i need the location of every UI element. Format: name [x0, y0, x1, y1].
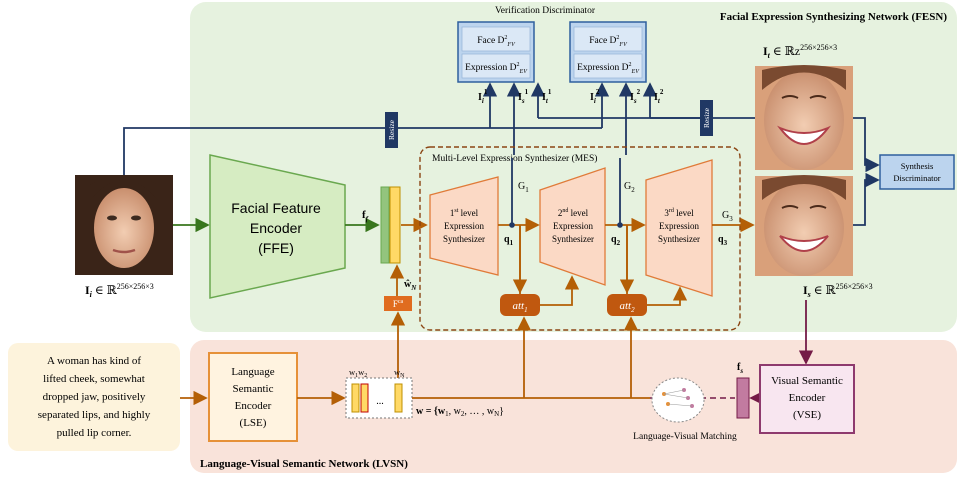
verification-arrows	[123, 82, 755, 175]
svg-text:Semantic: Semantic	[233, 383, 274, 395]
input-face-image	[75, 175, 173, 275]
svg-text:Visual Semantic: Visual Semantic	[771, 375, 843, 387]
verification-disc-right: Face D2FV Expression D2EV	[569, 21, 647, 83]
vd-in-right-t: It2	[654, 88, 664, 105]
synth-image-label: Is ∈ ℝ256×256×3	[803, 282, 873, 299]
lse-block: Language Semantic Encoder (LSE)	[208, 352, 298, 442]
target-face-image	[755, 65, 853, 170]
svg-text:(LSE): (LSE)	[240, 417, 267, 429]
mes-container	[419, 146, 741, 331]
svg-text:Synthesizer: Synthesizer	[658, 234, 700, 244]
matching-label: Language-Visual Matching	[633, 432, 737, 442]
svg-text:Facial Feature: Facial Feature	[231, 200, 321, 216]
q1-label: q1	[504, 234, 514, 247]
resize-left: Resize	[385, 112, 398, 148]
svg-text:Face D2FV: Face D2FV	[477, 35, 516, 48]
svg-text:Synthesis: Synthesis	[901, 161, 934, 171]
vd-in-right-i: Ii2	[590, 88, 600, 105]
language-visual-matching	[651, 377, 705, 423]
svg-text:Discriminator: Discriminator	[893, 173, 940, 183]
verification-title: Verification Discriminator	[495, 5, 596, 16]
svg-text:separated lips, and highly: separated lips, and highly	[38, 409, 151, 421]
vd-in-right-s: Is2	[630, 88, 641, 105]
fca-box: Fca	[384, 296, 412, 311]
q2-label: q2	[611, 234, 621, 247]
ff-label: ff	[362, 209, 369, 223]
svg-text:att1: att1	[512, 300, 527, 314]
svg-text:Language: Language	[231, 366, 274, 378]
svg-text:Expression: Expression	[659, 221, 699, 231]
svg-text:A woman has kind of: A woman has kind of	[47, 355, 141, 367]
synthesis-disc-arrows	[853, 117, 880, 226]
svg-text:2nd level: 2nd level	[558, 208, 589, 218]
svg-text:dropped jaw, positively: dropped jaw, positively	[43, 391, 146, 403]
svg-text:Synthesizer: Synthesizer	[552, 234, 594, 244]
verification-disc-left: Face D2FV Expression D2EV	[457, 21, 535, 83]
target-image-label: It ∈ ℝz256×256×3	[763, 43, 837, 60]
g1-label: G1	[518, 181, 529, 194]
svg-text:Resize: Resize	[387, 119, 396, 140]
att1-box: att1	[500, 294, 540, 316]
svg-text:Encoder: Encoder	[235, 400, 272, 412]
svg-text:Expression D2EV: Expression D2EV	[465, 62, 528, 75]
svg-text:Expression: Expression	[553, 221, 593, 231]
synth-level-1: 1st level Expression Synthesizer	[429, 176, 499, 276]
face-disc-label: Face D	[477, 36, 504, 46]
svg-text:Expression D2EV: Expression D2EV	[577, 62, 640, 75]
svg-text:Face D2FV: Face D2FV	[589, 35, 628, 48]
svg-text:...: ...	[376, 396, 384, 407]
svg-text:(FFE): (FFE)	[258, 240, 294, 256]
resize-right: Resize	[700, 100, 713, 136]
svg-text:1st level: 1st level	[450, 208, 479, 218]
expr-disc-label: Expression D	[465, 63, 517, 73]
g2-label: G2	[624, 181, 635, 194]
text-description: A woman has kind of lifted cheek, somewh…	[8, 343, 180, 451]
svg-text:Resize: Resize	[702, 107, 711, 128]
lvsn-title: Language-Visual Semantic Network (LVSN)	[200, 458, 408, 470]
vd-in-left-t: It1	[542, 88, 552, 105]
w1-w2-label: w1w2	[349, 367, 367, 379]
svg-text:Encoder: Encoder	[250, 220, 302, 236]
svg-text:pulled lip corner.: pulled lip corner.	[57, 427, 132, 439]
w-set-label: w = {w1, w2, … , wN}	[416, 406, 504, 418]
svg-text:3rd level: 3rd level	[664, 208, 694, 218]
svg-text:Fca: Fca	[393, 299, 404, 309]
feature-vector	[380, 186, 401, 264]
vse-block: Visual Semantic Encoder (VSE)	[759, 364, 855, 434]
fs-label: fs	[737, 362, 743, 375]
fesn-title: Facial Expression Synthesizing Network (…	[720, 11, 947, 23]
svg-text:(VSE): (VSE)	[793, 409, 821, 421]
svg-text:Encoder: Encoder	[789, 392, 826, 404]
svg-text:Expression: Expression	[444, 221, 484, 231]
synth-level-2: 2nd level Expression Synthesizer	[539, 167, 606, 286]
fs-vector	[736, 377, 750, 419]
wn-word-label: wN	[394, 367, 405, 379]
word-vectors: ...	[345, 377, 413, 419]
svg-text:lifted cheek, somewhat: lifted cheek, somewhat	[43, 373, 145, 385]
q3-label: q3	[718, 234, 728, 247]
wn-label: ŵN	[404, 279, 417, 292]
mes-title: Multi-Level Expression Synthesizer (MES)	[432, 153, 597, 164]
synth-face-image	[755, 175, 853, 276]
ffe-block: Facial Feature Encoder (FFE)	[209, 154, 346, 299]
input-image-label: Ii ∈ ℝ256×256×3	[85, 282, 154, 299]
vd-in-left-s: Is1	[518, 88, 529, 105]
svg-text:Synthesizer: Synthesizer	[443, 234, 485, 244]
g3-label: G3	[722, 210, 733, 223]
att2-box: att2	[607, 294, 647, 316]
synth-level-3: 3rd level Expression Synthesizer	[645, 159, 713, 297]
vd-in-left-i: Ii1	[478, 88, 488, 105]
svg-text:att2: att2	[619, 300, 635, 314]
mes-flow	[498, 217, 755, 398]
synthesis-discriminator: Synthesis Discriminator	[879, 154, 955, 190]
